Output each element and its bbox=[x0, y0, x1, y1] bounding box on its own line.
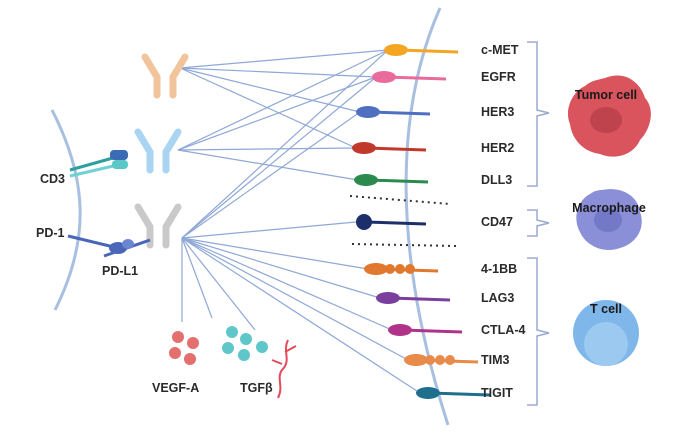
antibody-top bbox=[141, 53, 189, 99]
receptor-tigit bbox=[416, 387, 491, 399]
connection-line bbox=[181, 237, 409, 361]
receptor-label: EGFR bbox=[481, 70, 516, 84]
vegfa-molecules bbox=[169, 331, 199, 365]
connection-line bbox=[179, 67, 361, 113]
receptor-her3 bbox=[356, 106, 431, 118]
bracket-tcell bbox=[527, 257, 550, 406]
cd3-label: CD3 bbox=[40, 172, 66, 186]
connection-line bbox=[181, 237, 381, 299]
connection-line bbox=[179, 49, 389, 69]
receptor-label: HER2 bbox=[481, 141, 515, 155]
pd1-receptor bbox=[67, 234, 151, 258]
receptor-cd47 bbox=[356, 214, 427, 230]
connection-line bbox=[181, 237, 421, 394]
receptor-label: TIGIT bbox=[481, 386, 513, 400]
receptor-label: TIM3 bbox=[481, 353, 510, 367]
cd3-receptor bbox=[69, 150, 128, 178]
connection-line bbox=[179, 67, 377, 78]
receptor-label: CTLA-4 bbox=[481, 323, 526, 337]
receptor-label: CD47 bbox=[481, 215, 513, 229]
bracket-macrophage bbox=[527, 209, 550, 237]
divider-top bbox=[349, 195, 451, 205]
tgfb-molecules bbox=[222, 326, 268, 361]
divider-bottom bbox=[351, 243, 457, 247]
receptor-glyphs bbox=[352, 44, 491, 399]
receptor-her2 bbox=[352, 142, 427, 154]
connection-line bbox=[181, 237, 256, 331]
antibody-middle bbox=[134, 128, 182, 174]
receptor-dll3 bbox=[354, 174, 429, 186]
t-cell-label: T cell bbox=[590, 302, 622, 316]
pdl1-label: PD-L1 bbox=[102, 264, 139, 278]
antibody-bottom bbox=[134, 203, 182, 249]
tgfb-structure bbox=[271, 339, 297, 399]
vegfa-label: VEGF-A bbox=[152, 381, 200, 395]
macrophage-cell bbox=[576, 189, 642, 251]
connection-line bbox=[179, 67, 357, 149]
receptor-label: 4-1BB bbox=[481, 262, 518, 276]
connection-line bbox=[181, 237, 369, 270]
bracket-tumor bbox=[527, 41, 550, 187]
connection-line bbox=[181, 237, 393, 331]
tgfb-label: TGFβ bbox=[240, 381, 273, 395]
receptor-lag3 bbox=[376, 292, 451, 304]
connection-line bbox=[177, 49, 389, 151]
receptor-tim3 bbox=[404, 354, 479, 366]
connection-line bbox=[181, 76, 377, 239]
connection-line bbox=[177, 149, 359, 181]
tumor-cell-label: Tumor cell bbox=[574, 88, 638, 102]
macrophage-cell-label: Macrophage bbox=[572, 201, 646, 215]
receptor-ctla-4 bbox=[388, 324, 463, 336]
connection-line bbox=[177, 76, 377, 151]
left-cell-membrane bbox=[50, 109, 82, 311]
receptor-4-1bb bbox=[364, 263, 439, 275]
connection-lines bbox=[177, 49, 421, 394]
receptor-label: LAG3 bbox=[481, 291, 515, 305]
connection-line bbox=[177, 147, 357, 151]
receptor-label: c-MET bbox=[481, 43, 519, 57]
tumor-cell bbox=[567, 75, 651, 157]
receptor-label: HER3 bbox=[481, 105, 515, 119]
receptor-label: DLL3 bbox=[481, 173, 513, 187]
receptor-egfr bbox=[372, 71, 447, 83]
t-cell bbox=[573, 300, 639, 366]
connection-line bbox=[181, 237, 213, 319]
pd1-label: PD-1 bbox=[36, 226, 65, 240]
connection-line bbox=[181, 111, 361, 239]
connection-line bbox=[181, 221, 357, 239]
receptor-c-met bbox=[384, 44, 459, 56]
connection-line bbox=[181, 49, 389, 239]
